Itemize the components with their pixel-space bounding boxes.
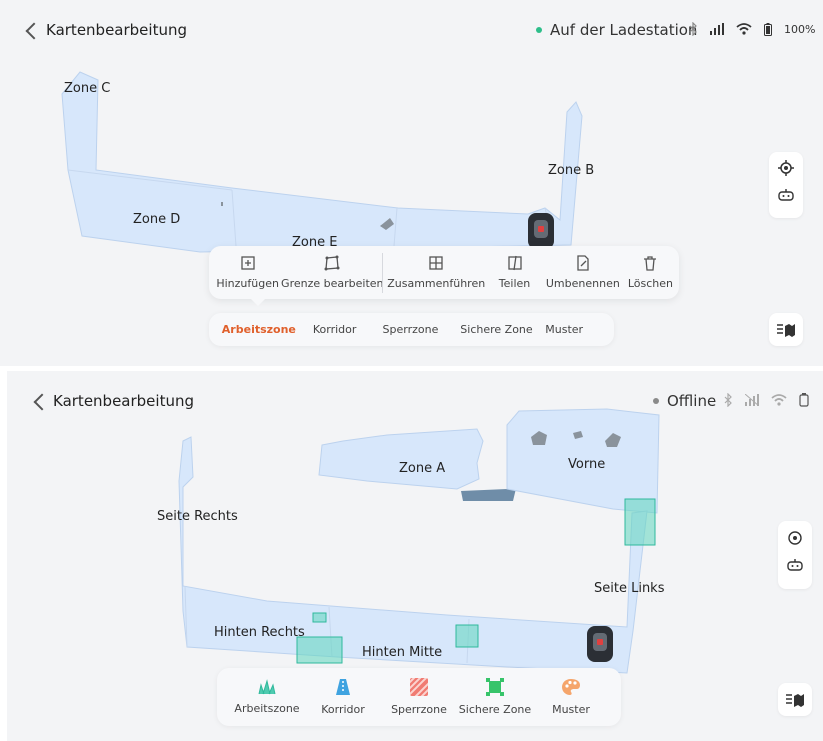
status-dot xyxy=(536,27,542,33)
battery-empty-icon xyxy=(799,393,809,407)
corridor-button[interactable]: Korridor xyxy=(305,678,381,716)
map-layers-button[interactable] xyxy=(778,683,812,716)
category-label: Arbeitszone xyxy=(234,702,300,715)
tab-no-go-zone[interactable]: Sperrzone xyxy=(382,323,439,336)
status-icons xyxy=(723,393,809,407)
add-zone-button[interactable]: Hinzufügen xyxy=(209,255,286,290)
lawn-area-zone-a xyxy=(318,428,484,490)
status-icons: 100% xyxy=(688,22,815,36)
bottom-map-editor-screen: Kartenbearbeitung Offline Zone A Vorne S… xyxy=(7,371,823,741)
rename-icon xyxy=(577,255,589,271)
add-area-icon xyxy=(240,256,255,270)
split-icon xyxy=(507,255,522,271)
safe-zone-area xyxy=(312,612,327,623)
tab-pattern[interactable]: Muster xyxy=(545,323,584,336)
page-title: Kartenbearbeitung xyxy=(53,392,194,410)
pattern-button[interactable]: Muster xyxy=(533,678,609,716)
no-go-zone-icon xyxy=(410,678,428,696)
bluetooth-off-icon xyxy=(724,393,732,407)
battery-level: 100% xyxy=(784,22,816,36)
corridor-icon xyxy=(336,679,350,695)
safe-zone-area xyxy=(296,636,343,664)
remote-control-icon[interactable] xyxy=(778,188,794,202)
category-label: Muster xyxy=(552,703,590,716)
battery-icon xyxy=(764,22,772,36)
zone-label[interactable]: Hinten Rechts xyxy=(214,625,305,640)
map-list-icon xyxy=(786,693,804,707)
tab-work-zone[interactable]: Arbeitszone xyxy=(221,323,296,336)
edit-toolbar: Hinzufügen Grenze bearbeiten Zusammenfüh… xyxy=(209,246,679,299)
safe-zone-area xyxy=(624,498,656,546)
bottom-lawn-map xyxy=(178,408,660,674)
safe-zone-icon xyxy=(486,678,504,696)
status-text: Offline xyxy=(667,392,717,410)
map-list-icon xyxy=(777,323,795,337)
palette-icon xyxy=(562,679,580,695)
map-side-controls xyxy=(769,152,803,218)
wifi-icon xyxy=(736,23,752,35)
obstacle xyxy=(605,433,621,447)
mower-robot-icon xyxy=(587,626,613,662)
tab-corridor[interactable]: Korridor xyxy=(312,323,357,336)
obstacle xyxy=(221,202,223,206)
zone-label[interactable]: Zone D xyxy=(133,212,181,227)
tool-label: Teilen xyxy=(498,277,531,290)
page-title: Kartenbearbeitung xyxy=(46,21,187,39)
edit-border-button[interactable]: Grenze bearbeiten xyxy=(281,255,384,290)
zone-label[interactable]: Seite Rechts xyxy=(157,509,238,524)
zone-category-toolbar: Arbeitszone Korridor Sperrzone Sichere Z… xyxy=(217,668,621,726)
lawn-area-top xyxy=(61,71,583,253)
mower-status: Offline xyxy=(653,392,716,410)
merge-button[interactable]: Zusammenführen xyxy=(387,255,485,290)
zone-label[interactable]: Zone B xyxy=(548,163,595,178)
wifi-off-icon xyxy=(771,394,787,406)
work-zone-button[interactable]: Arbeitszone xyxy=(229,679,305,715)
top-map-editor-screen: Kartenbearbeitung Auf der Ladestation 10… xyxy=(0,0,823,366)
tool-label: Umbenennen xyxy=(545,277,620,290)
category-label: Sperrzone xyxy=(391,703,447,716)
no-go-zone-button[interactable]: Sperrzone xyxy=(381,678,457,716)
tab-safe-zone[interactable]: Sichere Zone xyxy=(460,323,533,336)
signal-icon xyxy=(710,23,724,35)
top-lawn-map xyxy=(61,71,583,253)
signal-off-icon xyxy=(745,394,759,406)
obstacle xyxy=(380,218,394,230)
zone-label[interactable]: Seite Links xyxy=(594,581,665,596)
remote-control-icon[interactable] xyxy=(787,558,803,572)
mower-robot-icon xyxy=(528,213,554,249)
grass-icon xyxy=(258,679,276,695)
locate-icon[interactable] xyxy=(778,160,794,176)
locate-icon[interactable] xyxy=(787,530,803,546)
tool-label: Grenze bearbeiten xyxy=(281,277,384,290)
zone-label[interactable]: Zone A xyxy=(399,461,446,476)
rename-button[interactable]: Umbenennen xyxy=(544,255,622,290)
status-dot xyxy=(653,398,659,404)
safe-zone-button[interactable]: Sichere Zone xyxy=(457,678,533,716)
tool-label: Hinzufügen xyxy=(216,277,279,290)
toolbar-pointer xyxy=(251,299,265,306)
zone-label[interactable]: Vorne xyxy=(568,457,606,472)
category-label: Korridor xyxy=(321,703,365,716)
safe-zone-area xyxy=(455,624,479,648)
merge-icon xyxy=(429,256,443,270)
toolbar-divider xyxy=(382,252,384,293)
status-text: Auf der Ladestation xyxy=(550,21,698,39)
obstacle xyxy=(531,431,547,445)
mower-status: Auf der Ladestation xyxy=(536,21,697,39)
split-button[interactable]: Teilen xyxy=(485,255,544,290)
zone-label[interactable]: Hinten Mitte xyxy=(362,645,443,660)
corridor-path xyxy=(461,476,519,501)
trash-icon xyxy=(644,256,657,271)
tool-label: Zusammenführen xyxy=(387,277,486,290)
category-label: Sichere Zone xyxy=(458,703,532,716)
map-side-controls xyxy=(778,521,812,589)
tool-label: Löschen xyxy=(627,277,673,290)
map-layers-button[interactable] xyxy=(769,313,803,346)
obstacle xyxy=(573,431,583,439)
zone-label[interactable]: Zone C xyxy=(64,81,111,96)
zone-type-tabs: Arbeitszone Korridor Sperrzone Sichere Z… xyxy=(209,313,614,346)
bluetooth-icon xyxy=(689,22,697,36)
delete-button[interactable]: Löschen xyxy=(622,255,679,290)
edit-border-icon xyxy=(324,255,340,271)
